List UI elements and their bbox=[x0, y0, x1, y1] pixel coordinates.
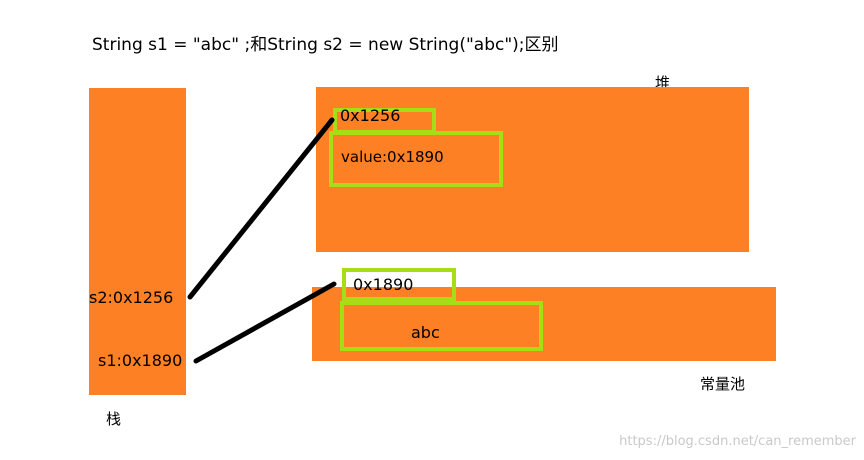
stack-s1-label: s1:0x1890 bbox=[98, 351, 183, 370]
stack-s2-label: s2:0x1256 bbox=[89, 288, 174, 307]
watermark: https://blog.csdn.net/can_remember bbox=[619, 434, 856, 449]
pool-address-box bbox=[342, 268, 456, 301]
stack-label: 栈 bbox=[106, 410, 122, 428]
pool-value-box bbox=[340, 301, 543, 351]
stack-block bbox=[89, 88, 186, 395]
heap-value-box bbox=[329, 131, 503, 187]
heap-block bbox=[316, 87, 749, 252]
pool-value: abc bbox=[411, 323, 440, 342]
diagram-title: String s1 = "abc" ;和String s2 = new Stri… bbox=[92, 35, 559, 55]
s1-to-pool-line bbox=[193, 281, 337, 364]
constant-pool-label: 常量池 bbox=[700, 375, 746, 393]
pool-address: 0x1890 bbox=[353, 275, 414, 294]
heap-address: 0x1256 bbox=[340, 106, 401, 125]
heap-value: value:0x1890 bbox=[341, 148, 444, 166]
s2-to-heap-line bbox=[187, 117, 335, 300]
